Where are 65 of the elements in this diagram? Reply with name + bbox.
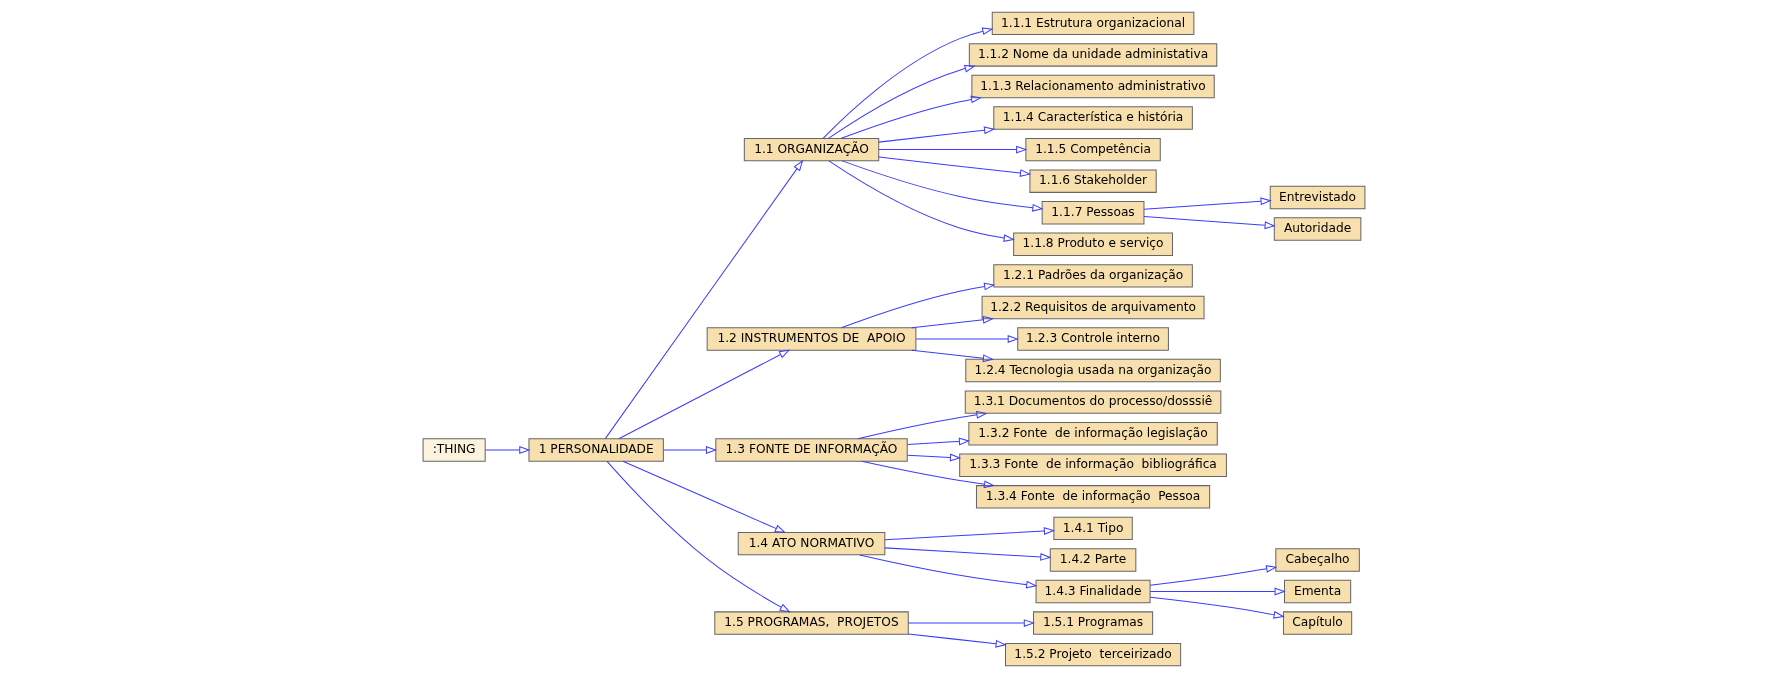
- arrow: [1149, 587, 1286, 596]
- arrow: [827, 64, 976, 139]
- node-box: 1.3.2 Fonte de informação legislação: [967, 422, 1218, 446]
- arrow: [621, 460, 786, 533]
- arrow: [1149, 565, 1277, 586]
- node-box: 1.4.1 Tipo: [1052, 516, 1133, 541]
- arrow: [662, 446, 717, 454]
- node-box: 1.1.7 Pessoas: [1041, 201, 1144, 225]
- arrow: [856, 410, 988, 440]
- node-box: 1.2.4 Tecnologia usada na organização: [964, 358, 1221, 383]
- node-box: 1.3.1 Documentos do processo/dosssiê: [964, 390, 1221, 414]
- arrow: [827, 160, 1015, 242]
- arrow: [883, 527, 1055, 541]
- arrow: [606, 460, 791, 613]
- arrow: [604, 159, 803, 440]
- node-box: :THING: [422, 438, 486, 462]
- arrow: [915, 335, 1019, 343]
- arrow: [860, 460, 995, 489]
- node-box: 1.3.4 Fonte de informação Pessoa: [975, 485, 1210, 509]
- node-box: 1.2.2 Requisitos de arquivamento: [981, 295, 1205, 320]
- node-box: 1.4.3 Finalidade: [1035, 579, 1151, 604]
- node-box: Ementa: [1283, 579, 1351, 604]
- arrow: [822, 27, 993, 139]
- arrow: [877, 145, 1027, 154]
- arrow: [907, 633, 1007, 648]
- arrow: [840, 282, 995, 329]
- node-box: 1.2 INSTRUMENTOS DE APOIO: [706, 327, 916, 351]
- arrow: [858, 554, 1037, 589]
- arrow: [883, 547, 1051, 561]
- arrow: [1143, 197, 1272, 210]
- node-box: 1.4.2 Parte: [1049, 548, 1136, 572]
- node-box: Capítulo: [1282, 611, 1352, 635]
- node-box: 1.1.8 Produto e serviço: [1012, 232, 1173, 256]
- arrow: [1149, 596, 1285, 619]
- node-box: 1.1.5 Competência: [1024, 137, 1161, 162]
- arrow: [484, 446, 530, 454]
- node-box: 1.2.1 Padrões da organização: [992, 264, 1193, 288]
- arrow: [906, 453, 961, 462]
- node-box: 1.1 ORGANIZAÇÃO: [743, 137, 879, 162]
- node-box: 1 PERSONALIDADE: [527, 438, 664, 462]
- arrow: [910, 349, 994, 363]
- node-box: 1.1.4 Característica e história: [992, 106, 1193, 130]
- node-box: Autoridade: [1273, 217, 1361, 241]
- arrow: [877, 156, 1031, 177]
- node-box: 1.2.3 Controle interno: [1016, 327, 1169, 351]
- node-box: 1.3.3 Fonte de informação bibliográfica: [958, 453, 1227, 477]
- node-box: Entrevistado: [1269, 185, 1365, 210]
- node-box: 1.1.2 Nome da unidade administativa: [968, 43, 1217, 67]
- arrow: [840, 95, 982, 139]
- node-box: 1.4 ATO NORMATIVO: [737, 531, 885, 556]
- node-box: 1.5.1 Programas: [1032, 611, 1153, 635]
- arrow: [841, 160, 1044, 212]
- arrow: [906, 437, 970, 446]
- node-box: 1.5.2 Projeto terceirizado: [1004, 642, 1181, 667]
- node-box: 1.5 PROGRAMAS, PROJETOS: [713, 611, 909, 635]
- arrow: [877, 126, 995, 143]
- node-box: 1.1.3 Relacionamento administrativo: [970, 74, 1215, 99]
- node-box: 1.1.1 Estrutura organizacional: [991, 11, 1194, 36]
- arrow: [907, 619, 1035, 627]
- arrow: [617, 349, 790, 440]
- arrow: [1143, 215, 1276, 230]
- node-box: Cabeçalho: [1274, 548, 1360, 572]
- node-box: 1.1.6 Stakeholder: [1028, 169, 1157, 193]
- arrow: [910, 315, 994, 329]
- node-box: 1.3 FONTE DE INFORMAÇÃO: [714, 438, 908, 462]
